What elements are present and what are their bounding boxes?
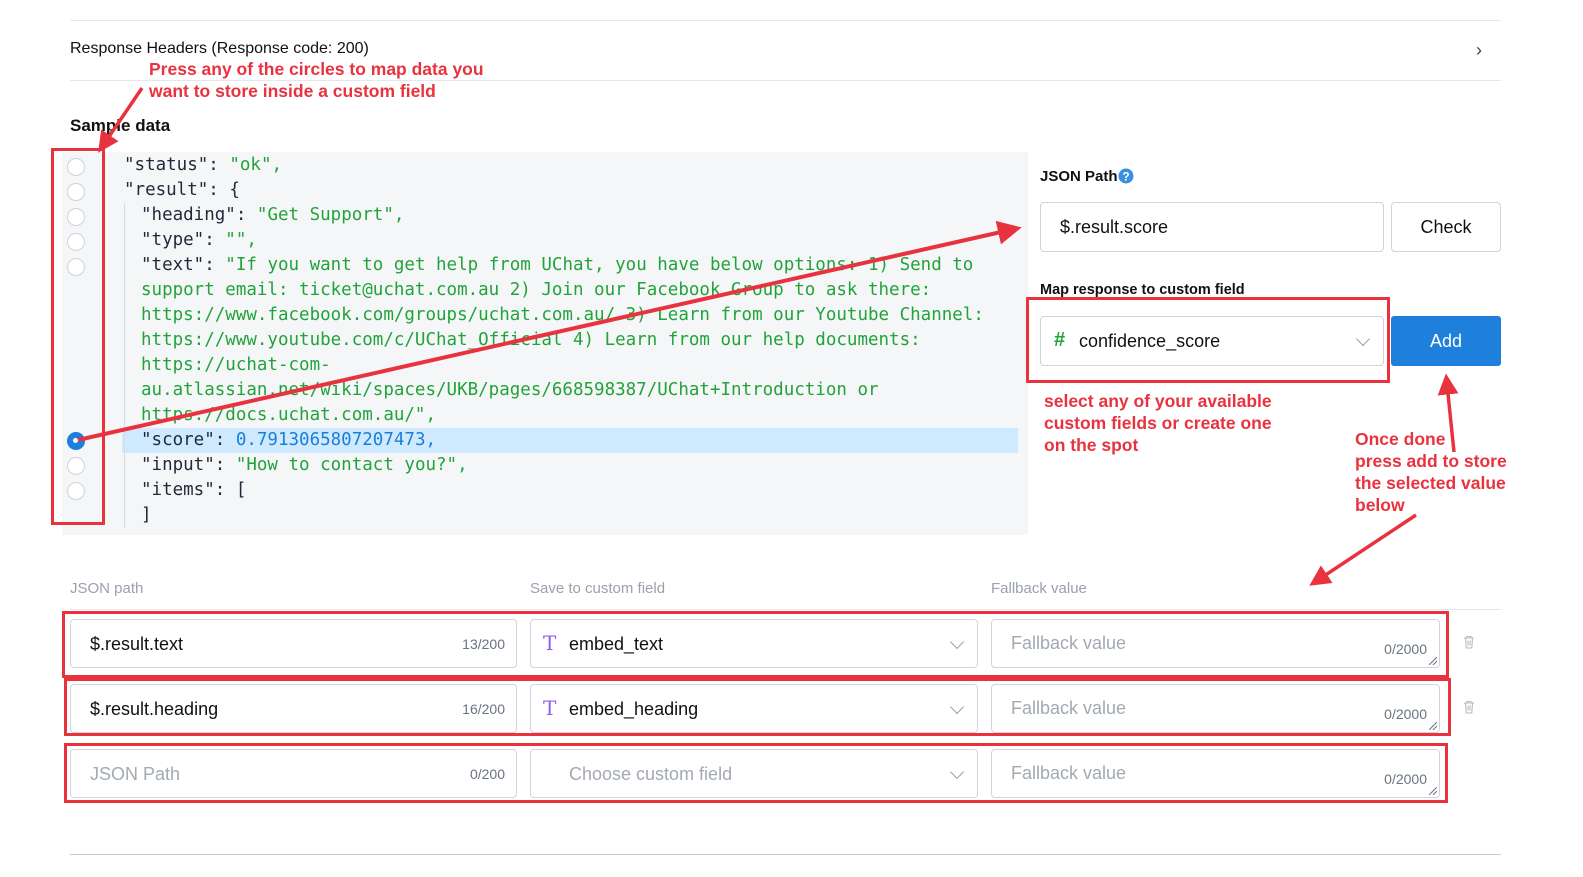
map-radio-type[interactable] [67,233,85,251]
row-custom-field-select[interactable]: T embed_text [530,619,978,668]
code-line-score: "score": 0.7913065807207473, [141,430,437,450]
custom-field-value: confidence_score [1079,331,1221,351]
char-counter: 0/200 [469,766,505,782]
arrow-score-to-json-path [77,220,1022,442]
resize-handle-icon[interactable] [1429,657,1437,665]
response-headers-title[interactable]: Response Headers (Response code: 200) [70,40,369,57]
code-line: "type": "", [141,230,257,250]
resize-handle-icon[interactable] [1429,722,1437,730]
char-counter: 16/200 [462,701,505,717]
text-field-icon: T [543,631,557,655]
code-line: "items": [ [141,480,247,500]
top-divider [70,20,1501,21]
resize-handle-icon[interactable] [1429,787,1437,795]
check-button[interactable]: Check [1391,202,1501,252]
map-radio-status[interactable] [67,158,85,176]
code-line: support email: ticket@uchat.com.au 2) Jo… [141,280,932,300]
char-counter: 13/200 [462,636,505,652]
fallback-placeholder: Fallback value [1011,698,1127,718]
row-custom-field-value: embed_heading [569,699,699,719]
code-line: ] [141,505,152,525]
add-button[interactable]: Add [1391,316,1501,366]
map-radio-result[interactable] [67,183,85,201]
sample-data-title: Sample data [70,116,171,135]
trash-icon[interactable] [1463,700,1475,714]
fallback-placeholder: Fallback value [1011,633,1127,653]
char-counter: 0/2000 [1384,771,1427,787]
map-radio-items[interactable] [67,482,85,500]
code-line: https://www.youtube.com/c/UChat_Official… [141,328,921,353]
code-line: "status": "ok", [124,155,283,175]
arrow-to-rows [1309,513,1417,586]
code-line: "result": { [124,180,240,200]
trash-icon[interactable] [1463,635,1475,649]
row-json-path-input[interactable]: $.result.text 13/200 [70,619,517,668]
json-path-value: $.result.score [1060,217,1169,237]
col-header-custom-field: Save to custom field [530,580,666,597]
code-line: "input": "How to contact you?", [141,455,468,475]
number-field-icon: # [1054,329,1066,351]
code-line: "heading": "Get Support", [141,205,405,225]
map-response-label: Map response to custom field [1040,282,1245,298]
row-fallback-input[interactable]: Fallback value 0/2000 [991,619,1440,668]
table-header-divider [70,609,1501,610]
row-custom-field-select[interactable]: T embed_heading [530,684,978,733]
json-path-input[interactable]: $.result.score [1040,202,1384,252]
text-field-icon: T [543,696,557,720]
row-fallback-input[interactable]: Fallback value 0/2000 [991,749,1440,798]
code-line: https://www.facebook.com/groups/uchat.co… [141,305,984,325]
row-custom-field-select[interactable]: Choose custom field [530,749,978,798]
chevron-right-icon[interactable]: › [1476,40,1482,60]
custom-field-placeholder: Choose custom field [569,764,733,784]
col-header-fallback: Fallback value [991,580,1087,597]
fallback-placeholder: Fallback value [1011,763,1127,783]
svg-text:?: ? [1122,170,1129,184]
sample-data-panel [62,152,1028,535]
bottom-divider [70,854,1501,855]
char-counter: 0/2000 [1384,641,1427,657]
json-path-label: JSON Path [1040,168,1118,185]
row-json-path-input[interactable]: $.result.heading 16/200 [70,684,517,733]
custom-field-select[interactable]: # confidence_score [1040,316,1384,366]
map-radio-input[interactable] [67,457,85,475]
code-line: https://uchat-com- [141,355,331,375]
map-radio-text[interactable] [67,258,85,276]
row-fallback-input[interactable]: Fallback value 0/2000 [991,684,1440,733]
arrow-to-circles [98,87,144,153]
selected-line-highlight [122,428,1018,453]
json-path-placeholder: JSON Path [90,764,181,784]
row-json-path-value: $.result.heading [90,699,219,719]
row-json-path-input[interactable]: JSON Path 0/200 [70,749,517,798]
col-header-json-path: JSON path [70,580,144,597]
response-headers-divider [70,80,1501,81]
map-radio-score[interactable] [67,432,85,450]
map-radio-heading[interactable] [67,208,85,226]
row-custom-field-value: embed_text [569,634,664,654]
arrow-to-add-button [1437,373,1459,453]
row-json-path-value: $.result.text [90,634,184,654]
help-icon[interactable]: ? [1118,168,1134,184]
indent-guide [124,203,125,528]
annotation-circles-text: Press any of the circles to map data you… [149,59,484,101]
char-counter: 0/2000 [1384,706,1427,722]
